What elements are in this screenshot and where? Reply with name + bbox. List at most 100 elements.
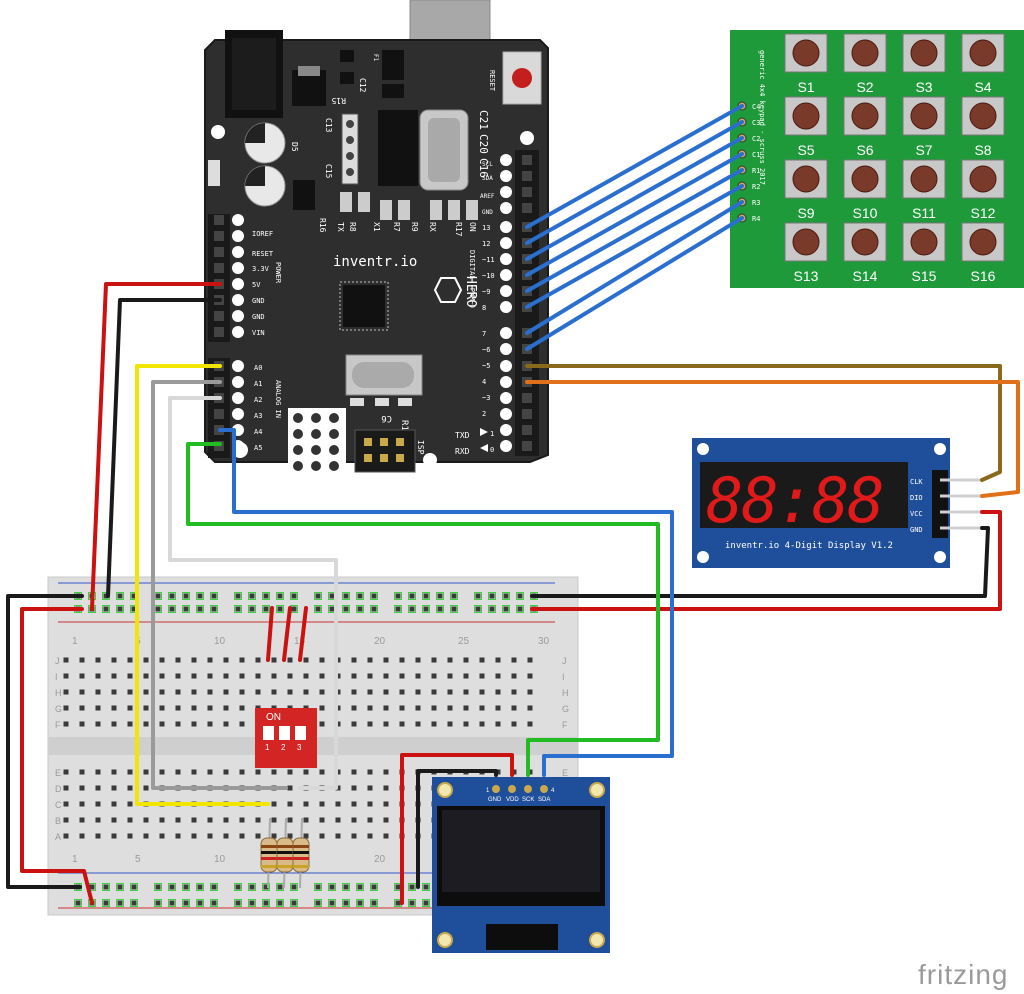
pin-label: ~3	[482, 394, 490, 402]
dip-toggle-3[interactable]	[295, 726, 306, 752]
keypad-key-label: S1	[797, 79, 814, 95]
breadboard-hole	[239, 817, 245, 823]
dip-toggle-2[interactable]	[279, 726, 290, 752]
breadboard-hole	[79, 817, 85, 823]
breadboard-hole	[63, 801, 69, 807]
breadboard-hole	[143, 769, 149, 775]
keypad-key[interactable]: S8	[961, 96, 1005, 158]
oled-pin-label: SCK	[522, 797, 534, 803]
keypad-key[interactable]: S14	[843, 222, 887, 284]
crystal-inner	[428, 118, 460, 182]
breadboard-hole	[527, 721, 533, 727]
dip-toggle-lever	[263, 740, 274, 752]
pin-pad	[232, 392, 244, 404]
breadboard-hole	[527, 689, 533, 695]
keypad-key[interactable]: S10	[843, 159, 887, 221]
rail-hole	[357, 900, 363, 906]
keypad-key[interactable]: S13	[784, 222, 828, 284]
breadboard-hole	[319, 689, 325, 695]
keypad-key[interactable]: S15	[902, 222, 946, 284]
keypad-key[interactable]: S3	[902, 33, 946, 95]
dip-number: 2	[281, 743, 286, 752]
pin-pad	[500, 221, 512, 233]
comp-label: F1	[372, 54, 379, 62]
keypad-key[interactable]: S7	[902, 96, 946, 158]
smd-part	[448, 200, 460, 220]
rail-hole-highlight	[262, 899, 270, 907]
keypad-key[interactable]: S4	[961, 33, 1005, 95]
rail-hole	[395, 900, 401, 906]
pin-pad	[232, 408, 244, 420]
rail-hole-highlight	[370, 883, 378, 891]
analog-pin-labels: A0 A1 A2 A3 A4 A5 ANALOG IN	[254, 364, 282, 452]
keypad-key[interactable]: S2	[843, 33, 887, 95]
rail-hole	[371, 593, 377, 599]
breadboard-hole	[63, 721, 69, 727]
breadboard-hole	[111, 705, 117, 711]
row-letter: J	[562, 656, 567, 666]
breadboard-hole	[335, 817, 341, 823]
breadboard-hole	[431, 657, 437, 663]
comp-label: C15	[324, 164, 333, 179]
pin-label: IOREF	[252, 230, 273, 238]
rail-hole-highlight	[248, 883, 256, 891]
rail-hole-highlight	[450, 592, 458, 600]
row-letter: A	[55, 832, 61, 842]
keypad-key-label: S7	[915, 142, 932, 158]
keypad-key[interactable]: S12	[961, 159, 1005, 221]
wire-oled-gnd-black	[416, 769, 498, 889]
rail-hole	[75, 900, 81, 906]
rail-hole	[371, 900, 377, 906]
row-letter: H	[562, 688, 569, 698]
breadboard-hole	[207, 673, 213, 679]
rail-hole	[211, 900, 217, 906]
rail-hole-highlight	[196, 883, 204, 891]
pin-pad	[232, 326, 244, 338]
power-jack-inner	[232, 38, 276, 110]
rail-hole-highlight	[248, 592, 256, 600]
keypad-key[interactable]: S5	[784, 96, 828, 158]
breadboard-hole	[399, 689, 405, 695]
rail-hole-highlight	[196, 592, 204, 600]
keypad-key[interactable]: S11	[902, 159, 946, 221]
rail-hole	[249, 606, 255, 612]
wire-a4-green	[186, 442, 660, 777]
keypad-key[interactable]: S6	[843, 96, 887, 158]
power-header	[208, 214, 230, 342]
rail-hole	[197, 900, 203, 906]
smd-part	[380, 200, 392, 220]
mount-hole	[437, 932, 453, 948]
keypad-key[interactable]: S16	[961, 222, 1005, 284]
rail-hole-highlight	[168, 899, 176, 907]
rail-hole	[423, 606, 429, 612]
oled-pin	[524, 785, 532, 793]
breadboard-hole	[351, 785, 357, 791]
rail-hole	[117, 900, 123, 906]
row-letter: G	[562, 704, 569, 714]
dip-toggle-1[interactable]	[263, 726, 274, 752]
rail-hole	[103, 606, 109, 612]
pin	[346, 168, 354, 176]
component-labels: C21 C20 C16 C13 C15 C12 R15 R16 R8 R7 R9…	[290, 54, 490, 436]
dip-on-label: ON	[266, 712, 281, 723]
pin-label: GND	[252, 313, 265, 321]
breadboard-hole	[63, 785, 69, 791]
breadboard-hole	[479, 705, 485, 711]
rail-hole	[211, 884, 217, 890]
dip-number: 3	[297, 743, 302, 752]
rail-hole-highlight	[130, 899, 138, 907]
reset-button-cap[interactable]	[512, 68, 532, 88]
rail-hole-highlight	[290, 883, 298, 891]
rail-hole-highlight	[356, 605, 364, 613]
wire-vcc-red	[530, 510, 1002, 611]
wire-a0-yellow	[135, 364, 270, 806]
rail-hole-highlight	[248, 605, 256, 613]
rail-hole	[155, 606, 161, 612]
keypad-key[interactable]: S1	[784, 33, 828, 95]
breadboard-hole	[127, 689, 133, 695]
keypad-pin-label: R1	[752, 167, 760, 175]
keypad-key[interactable]: S9	[784, 159, 828, 221]
rail-hole-highlight	[210, 899, 218, 907]
breadboard-hole	[159, 673, 165, 679]
rail-hole	[235, 593, 241, 599]
